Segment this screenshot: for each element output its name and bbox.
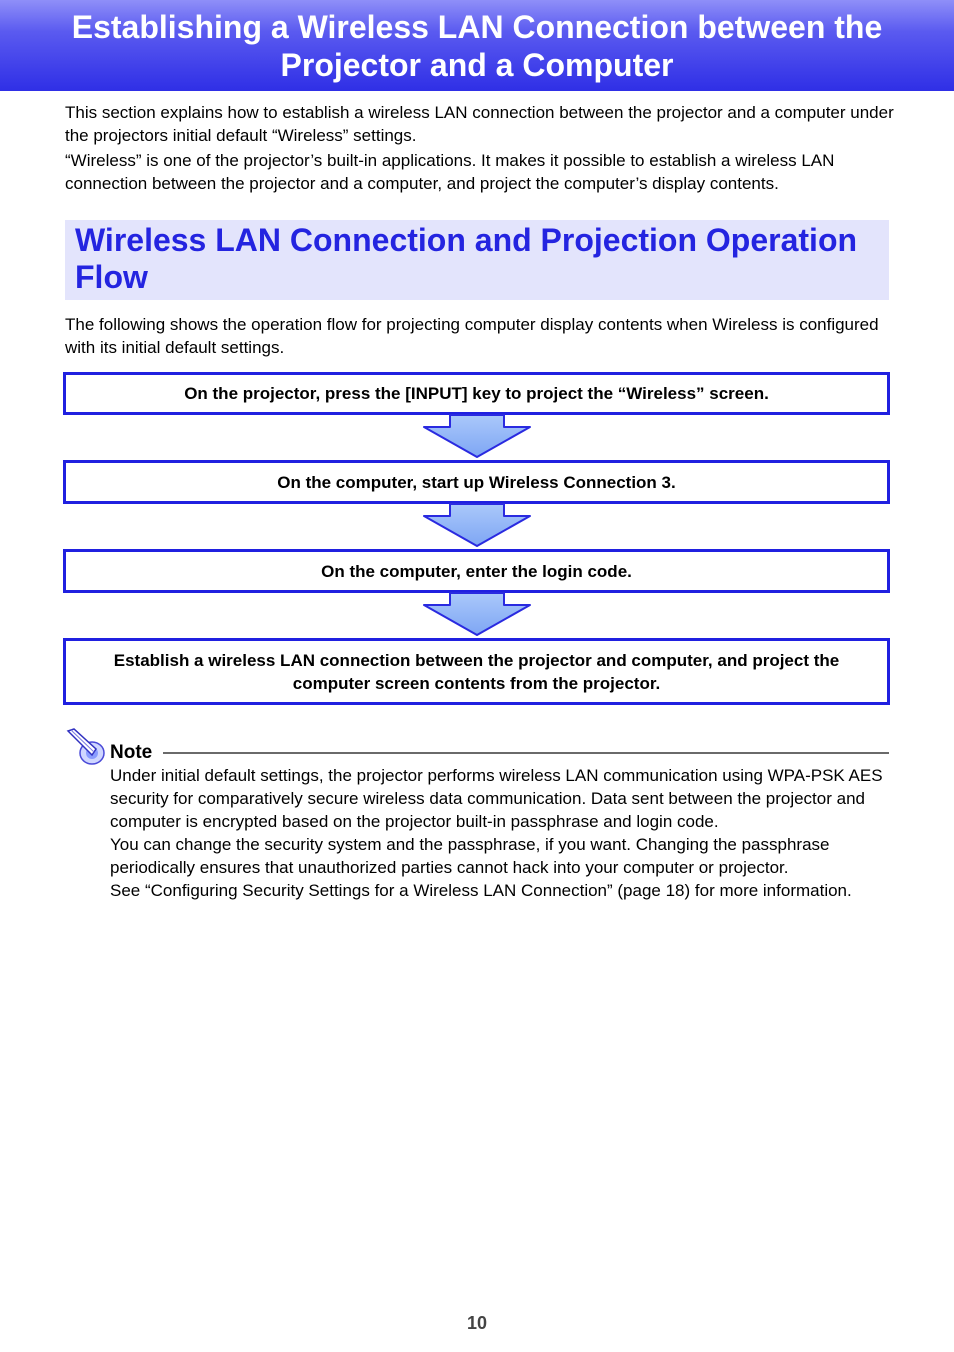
flow-step-2: On the computer, start up Wireless Conne… [63, 460, 890, 504]
page-title: Establishing a Wireless LAN Connection b… [71, 8, 883, 83]
down-arrow-icon [423, 592, 531, 636]
note-paragraph: Under initial default settings, the proj… [110, 766, 883, 831]
page-header-banner: Establishing a Wireless LAN Connection b… [0, 0, 954, 91]
flow-step-1: On the projector, press the [INPUT] key … [63, 372, 890, 415]
page-number: 10 [466, 1313, 488, 1333]
intro-paragraph: “Wireless” is one of the projector’s bui… [65, 151, 835, 193]
section-heading-box: Wireless LAN Connection and Projection O… [65, 220, 889, 300]
note-divider [163, 752, 889, 754]
intro-text: This section explains how to establish a… [65, 101, 895, 197]
note-paragraph: You can change the security system and t… [110, 835, 830, 877]
down-arrow-icon [423, 503, 531, 547]
flow-step-3: On the computer, enter the login code. [63, 549, 890, 593]
down-arrow-icon [423, 414, 531, 458]
pencil-note-icon [66, 728, 105, 765]
note-label: Note [110, 742, 153, 763]
section-description: The following shows the operation flow f… [65, 315, 879, 357]
flow-step-4: Establish a wireless LAN connection betw… [63, 638, 890, 705]
note-body: Under initial default settings, the proj… [110, 764, 895, 902]
section-title: Wireless LAN Connection and Projection O… [75, 222, 858, 295]
note-paragraph: See “Configuring Security Settings for a… [110, 881, 852, 900]
intro-paragraph: This section explains how to establish a… [65, 103, 894, 145]
